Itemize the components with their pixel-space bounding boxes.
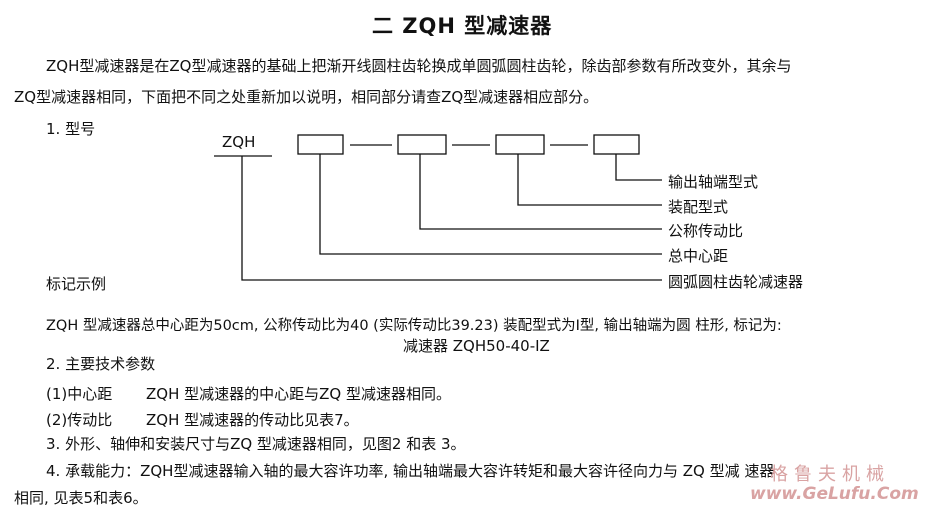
leader-ratio [419,154,662,230]
tech-item1-label: (1)中心距 [46,385,113,403]
model-code-diagram [214,134,662,281]
leader-reducer-type [241,156,662,281]
tech-item2-label: (2)传动比 [46,411,113,429]
label-output-shaft: 输出轴端型式 [668,173,759,191]
code-box-output-shaft [593,134,640,155]
example-heading: 标记示例 [46,275,107,293]
watermark-chinese: 格鲁夫机械 [770,464,890,485]
code-box-assembly [495,134,545,155]
page-title: 二 ZQH 型减速器 [372,14,553,38]
tech-item3: 3. 外形、轴伸和安装尺寸与ZQ 型减速器相同，见图2 和表 3。 [46,435,466,453]
tech-item4-line-1: 4. 承载能力：ZQH型减速器输入轴的最大容许功率, 输出轴端最大容许转矩和最大… [46,462,775,480]
example-line-1: ZQH 型减速器总中心距为50cm, 公称传动比为40 (实际传动比39.23)… [46,318,782,334]
leader-center-distance [319,154,662,255]
intro-line-2: ZQ型减速器相同，下面把不同之处重新加以说明，相同部分请查ZQ型减速器相应部分。 [14,88,599,106]
tech-item1-text: ZQH 型减速器的中心距与ZQ 型减速器相同。 [146,385,451,403]
tech-heading: 2. 主要技术参数 [46,355,156,373]
tech-item4-line-2: 相同, 见表5和表6。 [14,489,148,507]
label-reducer-type: 圆弧圆柱齿轮减速器 [668,273,804,291]
example-line-2: 减速器 ZQH50-40-IZ [403,337,550,355]
code-box-ratio [397,134,447,155]
leader-assembly [517,154,662,206]
label-ratio: 公称传动比 [668,222,744,240]
label-center-distance: 总中心距 [668,247,729,265]
intro-line-1: ZQH型减速器是在ZQ型减速器的基础上把渐开线圆柱齿轮换成单圆弧圆柱齿轮，除齿部… [46,57,792,75]
model-prefix: ZQH [222,133,256,151]
watermark-url: www.GeLufu.Com [750,484,919,504]
leader-output-shaft [615,154,662,181]
model-heading: 1. 型号 [46,120,96,138]
code-box-center-distance [297,134,344,155]
tech-item2-text: ZQH 型减速器的传动比见表7。 [146,411,359,429]
label-assembly: 装配型式 [668,198,729,216]
